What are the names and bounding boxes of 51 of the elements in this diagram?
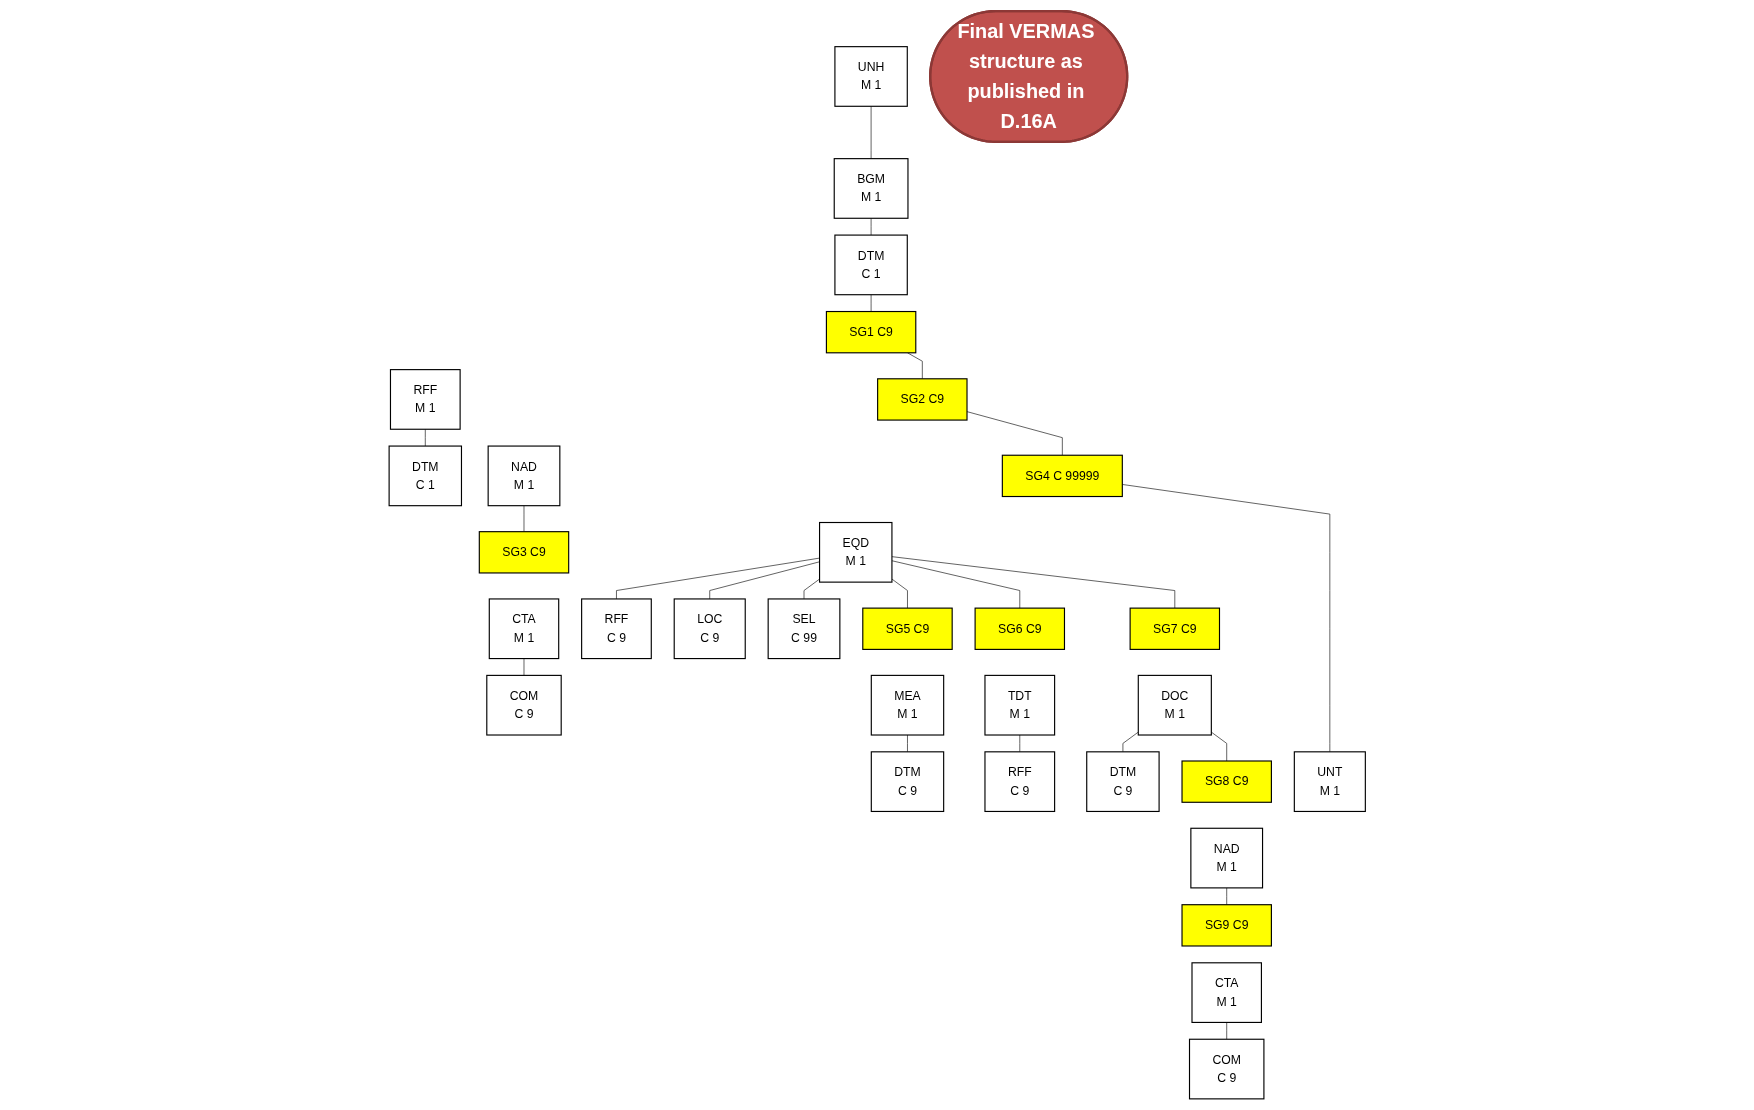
node-box: SG3 C9 (478, 531, 570, 574)
node-box: SEL C 99 (767, 598, 841, 660)
connector (1226, 1022, 1227, 1040)
connector (1122, 731, 1139, 753)
node-box: CTA M 1 (1191, 962, 1262, 1023)
connector (870, 217, 872, 236)
node-box: SG7 C9 (1129, 607, 1220, 650)
node-box: RFF C 9 (984, 751, 1055, 813)
connector (1121, 484, 1330, 753)
connector (906, 734, 908, 753)
node-box: SG9 C9 (1181, 904, 1272, 947)
connector (1019, 734, 1020, 753)
node-box: DTM C 1 (388, 445, 462, 507)
connector (523, 658, 525, 676)
node-box: NAD M 1 (1190, 827, 1263, 889)
node-box: SG2 C9 (876, 378, 968, 421)
connector (891, 578, 908, 609)
node-box: DOC M 1 (1137, 674, 1212, 736)
connector (891, 560, 1020, 609)
node-box: TDT M 1 (984, 674, 1055, 736)
node-box: SG4 C 99999 (1001, 454, 1123, 498)
node-box: UNT M 1 (1293, 751, 1366, 813)
connector (870, 294, 872, 312)
node-box: UNH M 1 (834, 46, 908, 107)
node-box: COM C 9 (1188, 1038, 1265, 1100)
connector (1210, 731, 1227, 762)
node-box: SG8 C9 (1181, 760, 1272, 803)
node-box: SG6 C9 (974, 607, 1065, 650)
node-box: NAD M 1 (487, 445, 561, 507)
node-box: SG5 C9 (862, 607, 953, 650)
connector (966, 411, 1063, 456)
node-box: MEA M 1 (870, 674, 944, 736)
connector (709, 561, 820, 600)
connector (615, 557, 820, 600)
node-box: DTM C 9 (870, 751, 944, 813)
node-box: BGM M 1 (833, 158, 909, 219)
node-box: RFF M 1 (389, 369, 461, 430)
node-box: COM C 9 (486, 674, 562, 736)
connector (803, 578, 820, 600)
node-box: CTA M 1 (488, 598, 560, 660)
connector (523, 505, 525, 533)
connector (1226, 887, 1227, 906)
node-box: DTM C 1 (834, 234, 908, 296)
node-box: DTM C 9 (1085, 751, 1160, 813)
node-box: SG1 C9 (825, 310, 917, 354)
connector (891, 556, 1175, 609)
node-box: RFF C 9 (580, 598, 652, 660)
node-box: EQD M 1 (818, 521, 893, 583)
connector (870, 105, 872, 160)
node-box: LOC C 9 (673, 598, 746, 660)
connector (424, 428, 426, 447)
